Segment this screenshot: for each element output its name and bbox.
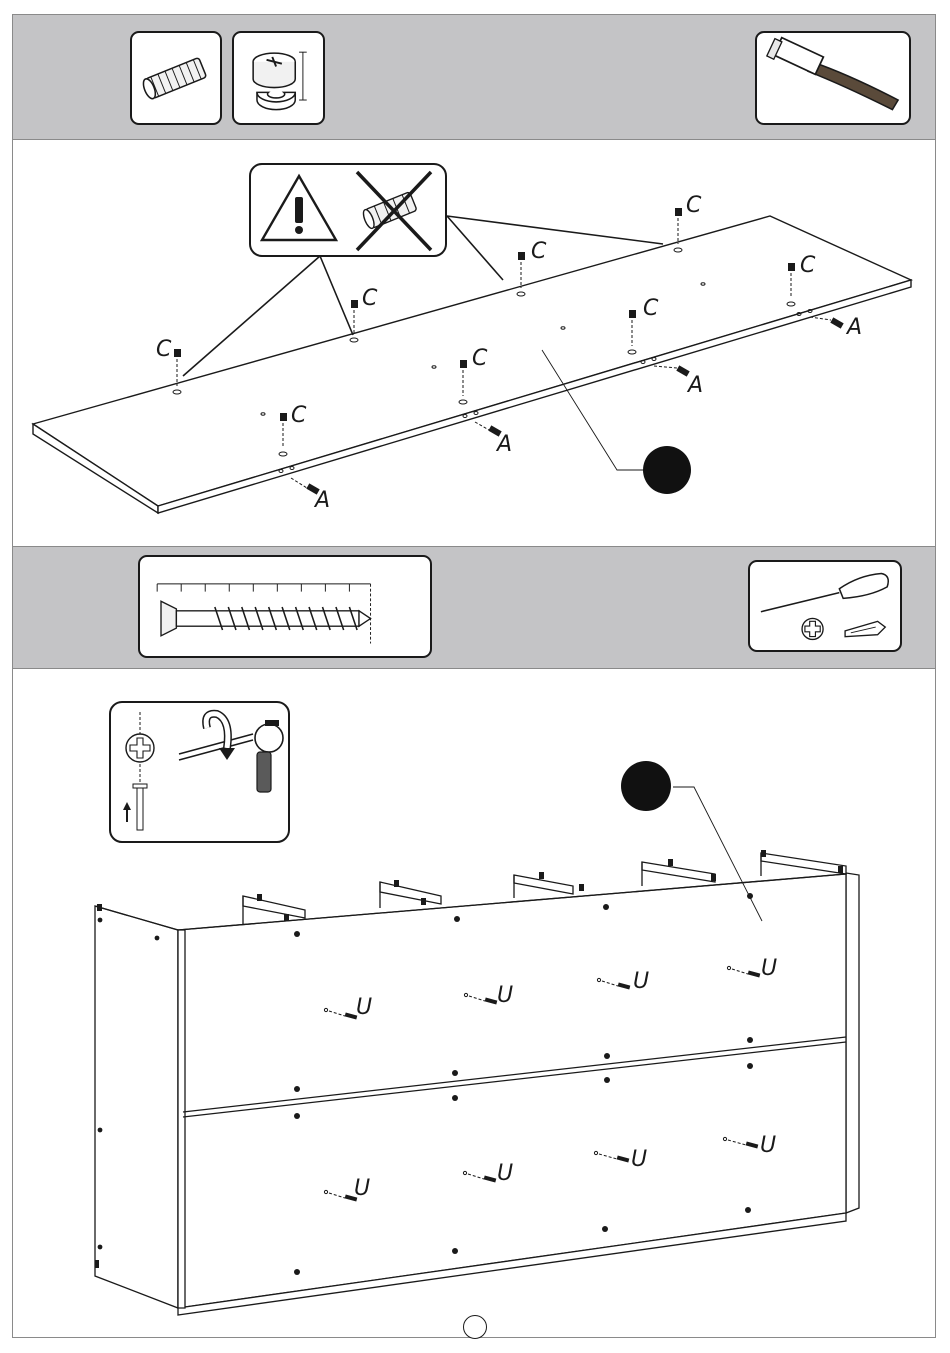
cabinet — [95, 853, 859, 1315]
dowel-a-1: A — [291, 478, 330, 513]
screw-label: U — [356, 995, 372, 1020]
wooden-dowel-icon — [132, 33, 220, 123]
cam-label: C — [643, 296, 659, 321]
hammer-icon — [757, 33, 909, 123]
dowel-a-3: A — [654, 365, 703, 398]
page-number — [463, 1315, 487, 1339]
screwdriver-tool-box — [748, 560, 902, 652]
screw-ruler-box — [138, 555, 432, 658]
screw-label: U — [761, 956, 777, 981]
cam-label: C — [800, 253, 816, 278]
cam-insert-detail — [110, 702, 289, 842]
dowel-a-2: A — [475, 422, 512, 457]
step-1-illustration: C C C C C C — [13, 140, 935, 545]
cam-label: C — [686, 193, 702, 218]
dowel-part-box — [130, 31, 222, 125]
step-2-parts-band — [13, 546, 935, 669]
dowel-label: A — [686, 373, 703, 398]
screw-label: U — [354, 1176, 370, 1201]
cam-label: C — [156, 337, 172, 362]
cam-lock-part-box — [232, 31, 325, 125]
screwdriver-icon — [750, 562, 900, 650]
screw-label: U — [633, 969, 649, 994]
pozidriv-head-icon — [845, 621, 885, 636]
screw-label: U — [631, 1147, 647, 1172]
dowel-a-4: A — [810, 315, 862, 340]
screw-label: U — [760, 1133, 776, 1158]
screw-label: U — [497, 983, 513, 1008]
screw-label: U — [497, 1161, 513, 1186]
step-2-illustration: U U U U U U — [13, 668, 935, 1338]
cam-label: C — [362, 286, 378, 311]
hammer-tool-box — [755, 31, 911, 125]
dowel-label: A — [313, 488, 330, 513]
dowel-label: A — [495, 432, 512, 457]
cam-label: C — [531, 239, 547, 264]
dowel-label: A — [845, 315, 862, 340]
screw-length-ruler-icon — [140, 557, 430, 656]
phillips-head-icon — [802, 618, 823, 639]
cam-lock-fitting-icon — [234, 33, 323, 123]
cam-label: C — [291, 403, 307, 428]
cam-label: C — [472, 346, 488, 371]
step-1-parts-band — [13, 15, 935, 140]
